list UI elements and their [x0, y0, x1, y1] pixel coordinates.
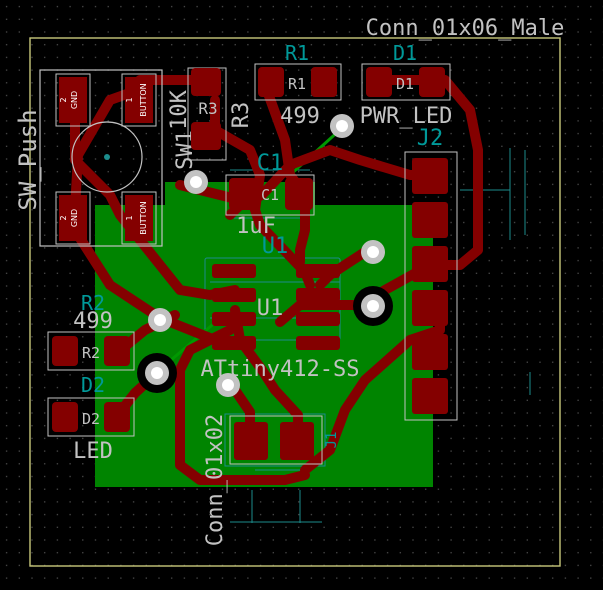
- r2-fab-label: R2: [82, 344, 100, 362]
- d2-pad-2[interactable]: [104, 402, 130, 432]
- via: [137, 353, 177, 393]
- c1-pad-2[interactable]: [285, 178, 313, 210]
- u1-ref-label: U1: [262, 234, 289, 259]
- r2-value-label: 499: [73, 309, 113, 334]
- pad-number: 2: [59, 215, 68, 220]
- j1-pad-2[interactable]: [280, 422, 314, 460]
- r3-ref-label: R3: [229, 102, 254, 129]
- u1-value-label: ATtiny412-SS: [201, 357, 360, 382]
- j2-pad-5[interactable]: [412, 334, 448, 370]
- u1-pad-1[interactable]: [212, 264, 256, 278]
- j1-pad-1[interactable]: [234, 422, 268, 460]
- via: [361, 240, 385, 264]
- r3-value-label: 10K: [167, 89, 192, 129]
- r2-ref-label: R2: [81, 291, 105, 315]
- pad-name: BUTTON: [139, 201, 148, 234]
- d1-pad-2[interactable]: [419, 67, 445, 97]
- r1-ref-label: R1: [285, 41, 309, 65]
- r1-footprint[interactable]: R1 R1 499: [254, 41, 342, 129]
- u1-pad-8[interactable]: [296, 264, 340, 278]
- j1-footprint[interactable]: Conn_01x02 J1: [203, 414, 340, 546]
- sw1-pad-button-bottom[interactable]: 1 BUTTON: [121, 191, 157, 245]
- j2-footprint[interactable]: Conn_01x06_Male J2: [366, 16, 565, 421]
- d2-outline: [47, 397, 135, 437]
- pad-name: GND: [70, 209, 79, 227]
- d1-outline: [361, 63, 451, 101]
- r2-outline: [47, 331, 135, 371]
- d1-value-label: PWR_LED: [360, 104, 453, 129]
- pad-number: 1: [125, 215, 134, 220]
- u1-pads-left: [212, 264, 256, 350]
- j1-ref-label: J1: [324, 432, 340, 449]
- sw1-center-mark: [104, 154, 110, 160]
- r2-pad-2[interactable]: [104, 336, 130, 366]
- via: [148, 308, 172, 332]
- j2-pad-4[interactable]: [412, 290, 448, 326]
- sw1-pad-gnd-top[interactable]: 2 GND: [55, 73, 91, 127]
- d2-value-label: LED: [73, 439, 113, 464]
- sw1-outline: [39, 69, 163, 247]
- j2-pad-3[interactable]: [412, 246, 448, 282]
- u1-pads-right: [296, 264, 340, 350]
- u1-pad-4[interactable]: [212, 336, 256, 350]
- pad-number: 2: [59, 97, 68, 102]
- sw1-pad-gnd-bottom[interactable]: 2 GND: [55, 191, 91, 245]
- u1-pad-6[interactable]: [296, 312, 340, 326]
- d2-pad-1[interactable]: [52, 402, 78, 432]
- c1-fab-label: C1: [261, 186, 279, 204]
- sw1-footprint[interactable]: 2 GND 1 BUTTON 2 GND 1 BUTTON SW_Push SW…: [14, 69, 198, 247]
- r1-outline: [254, 63, 342, 101]
- pad-name: GND: [70, 91, 79, 109]
- via: [216, 373, 240, 397]
- pad-number: 1: [125, 97, 134, 102]
- u1-pad-5[interactable]: [296, 336, 340, 350]
- r1-pad-2[interactable]: [311, 67, 337, 97]
- sw1-value-label: SW_Push: [14, 109, 42, 210]
- r3-pad-1[interactable]: [191, 68, 221, 96]
- u1-pad-3[interactable]: [212, 312, 256, 326]
- d2-fab-label: D2: [82, 410, 100, 428]
- r3-pad-2[interactable]: [191, 122, 221, 150]
- u1-pad-7[interactable]: [296, 288, 340, 302]
- d1-ref-label: D1: [393, 41, 417, 65]
- via: [330, 114, 354, 138]
- j1-value-label: Conn_01x02: [203, 414, 228, 546]
- sw1-pad-button-top[interactable]: 1 BUTTON: [121, 73, 157, 127]
- via: [184, 170, 208, 194]
- c1-pad-1[interactable]: [229, 178, 257, 210]
- j2-outline: [404, 151, 458, 421]
- r3-fab-label: R3: [198, 99, 217, 118]
- r3-footprint[interactable]: R3 R3 10K: [167, 67, 254, 161]
- j2-pad-6[interactable]: [412, 378, 448, 414]
- pad-name: BUTTON: [139, 83, 148, 116]
- j2-pad-2[interactable]: [412, 202, 448, 238]
- r2-pad-1[interactable]: [52, 336, 78, 366]
- j2-pad-1[interactable]: [412, 158, 448, 194]
- board-outline: [29, 37, 561, 567]
- vias: [137, 114, 393, 397]
- u1-footprint[interactable]: U1 U1 ATtiny412-SS: [201, 234, 360, 382]
- j2-ref-label: J2: [417, 126, 444, 151]
- r2-footprint[interactable]: R2 499 R2: [47, 291, 135, 371]
- r1-value-label: 499: [280, 104, 320, 129]
- j2-value-label: Conn_01x06_Male: [366, 16, 565, 41]
- d1-pad-1[interactable]: [366, 67, 392, 97]
- u1-pad-2[interactable]: [212, 288, 256, 302]
- sw1-body-circle: [71, 121, 143, 193]
- c1-footprint[interactable]: C1 C1 1uF: [225, 151, 315, 239]
- j1-outline: [229, 415, 323, 465]
- c1-outline: [225, 174, 315, 216]
- r1-fab-label: R1: [288, 75, 306, 93]
- c1-ref-label: C1: [257, 151, 284, 176]
- d1-fab-label: D1: [396, 75, 414, 93]
- d1-footprint[interactable]: D1 D1 PWR_LED: [360, 41, 453, 129]
- d2-ref-label: D2: [81, 373, 105, 397]
- r1-pad-1[interactable]: [258, 67, 284, 97]
- c1-value-label: 1uF: [236, 214, 276, 239]
- d2-footprint[interactable]: D2 D2 LED: [47, 373, 135, 464]
- via: [353, 286, 393, 326]
- u1-fab-label: U1: [257, 296, 284, 321]
